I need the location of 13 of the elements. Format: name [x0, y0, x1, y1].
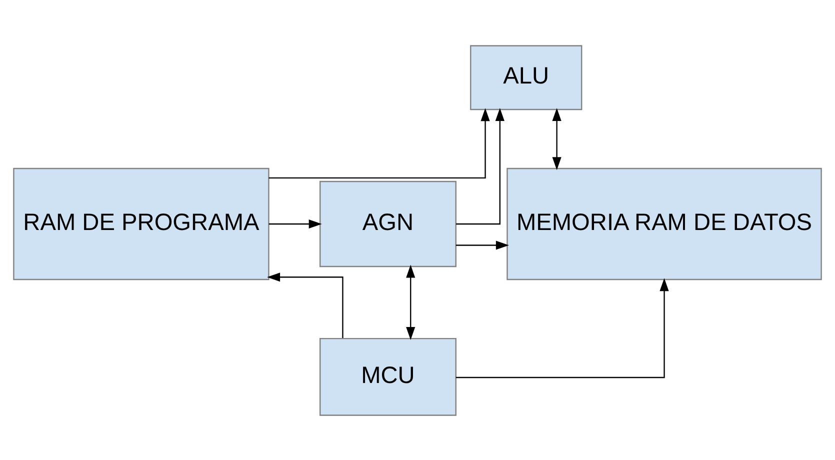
arrow	[406, 264, 416, 340]
node-box: MCU	[320, 337, 456, 416]
node-box: ALU	[470, 44, 582, 110]
arrow	[267, 272, 344, 338]
arrow	[268, 108, 490, 178]
arrow	[268, 218, 322, 228]
node-box: RAM DE PROGRAMA	[13, 167, 270, 280]
arrow	[456, 240, 509, 250]
node-box: MEMORIA RAM DE DATOS	[506, 167, 822, 280]
arrow	[456, 278, 669, 378]
arrow	[456, 107, 504, 224]
node-box: AGN	[320, 180, 456, 267]
arrow	[552, 107, 562, 170]
